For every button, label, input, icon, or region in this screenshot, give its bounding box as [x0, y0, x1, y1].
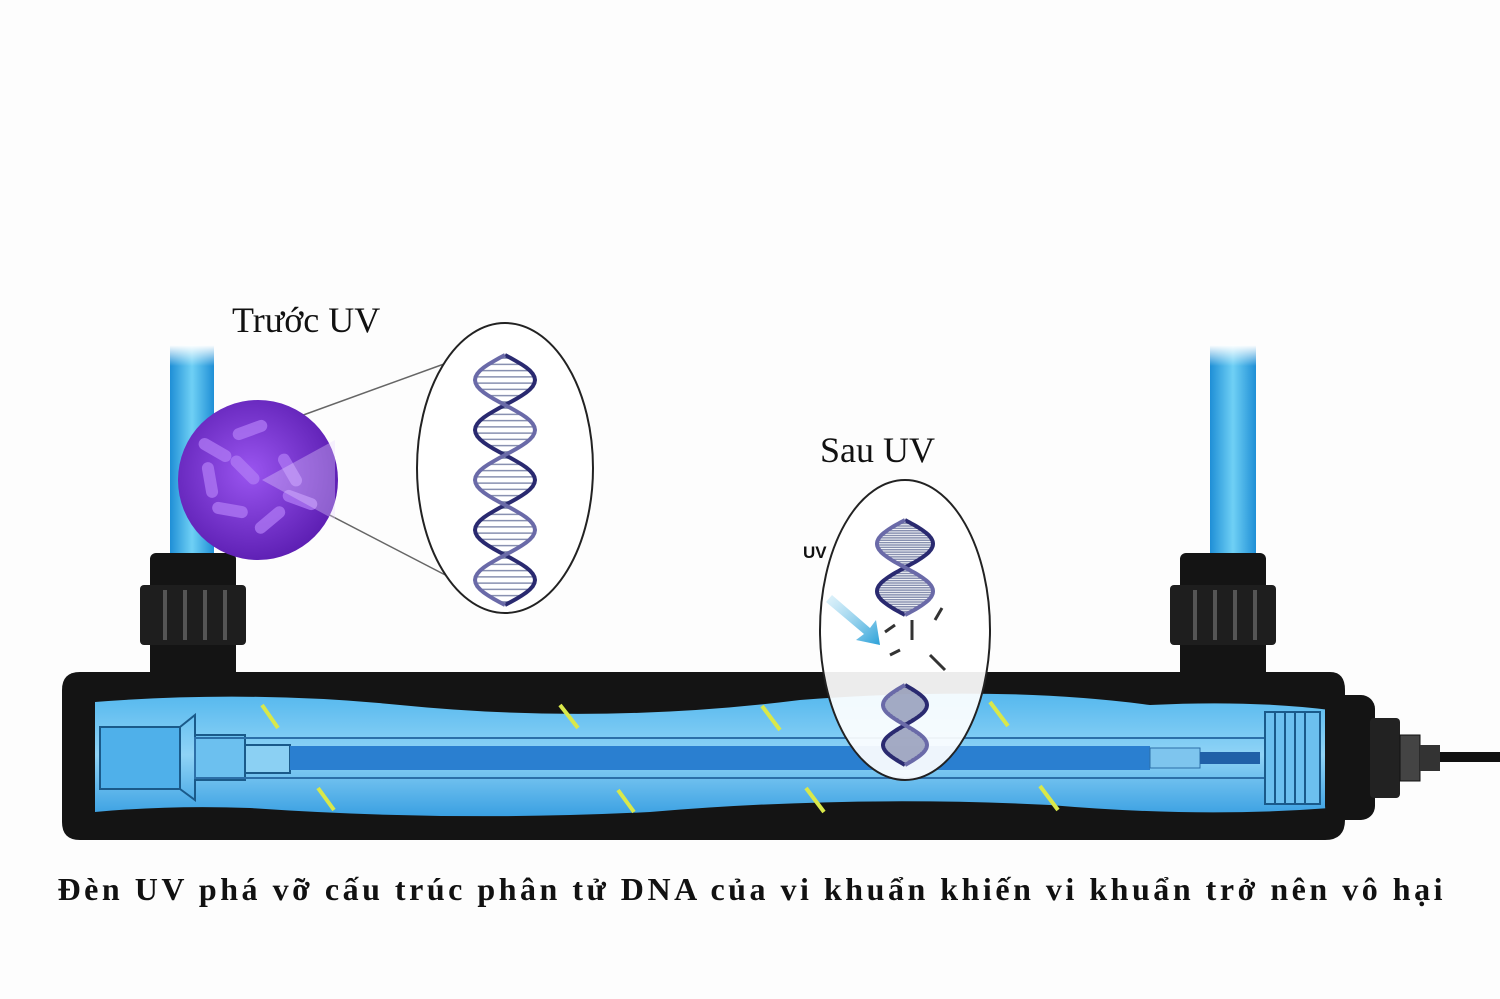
bacteria-circle	[178, 400, 338, 560]
outlet-connector	[1170, 553, 1276, 683]
dna-after-ellipse	[819, 479, 991, 781]
dna-fragments	[884, 607, 947, 672]
bacterium	[230, 455, 260, 485]
bacterium	[278, 453, 302, 487]
intact-dna-helix	[472, 353, 538, 607]
caption: Đèn UV phá vỡ cấu trúc phân tử DNA của v…	[58, 871, 1443, 907]
uv-lamp-tube	[290, 746, 1150, 770]
bacterium	[282, 489, 318, 511]
bacterium	[212, 501, 248, 519]
dna-strand	[472, 353, 538, 607]
flow-spiral-stripes	[260, 700, 1060, 814]
dna-strand	[472, 353, 538, 607]
dna-strand	[874, 518, 936, 617]
bacterium	[198, 438, 232, 462]
outlet-water-pipe	[1210, 345, 1256, 560]
bacterium	[232, 419, 268, 441]
lamp-end-cap-right	[1264, 711, 1321, 805]
uv-ray-arrow-icon	[826, 595, 880, 645]
dna-before-ellipse	[416, 322, 594, 614]
lamp-end-cap-left	[99, 712, 291, 802]
bacterium	[201, 462, 219, 498]
broken-dna-helix-top	[874, 518, 936, 617]
label-uv-ray: UV	[803, 543, 827, 562]
label-after-uv: Sau UV	[820, 430, 935, 470]
bacterium	[254, 506, 286, 534]
label-before-uv: Trước UV	[232, 300, 380, 340]
power-end-cap	[1325, 695, 1500, 820]
dna-strand	[880, 683, 930, 767]
inlet-connector	[140, 553, 246, 683]
broken-dna-helix-bottom	[880, 683, 930, 767]
